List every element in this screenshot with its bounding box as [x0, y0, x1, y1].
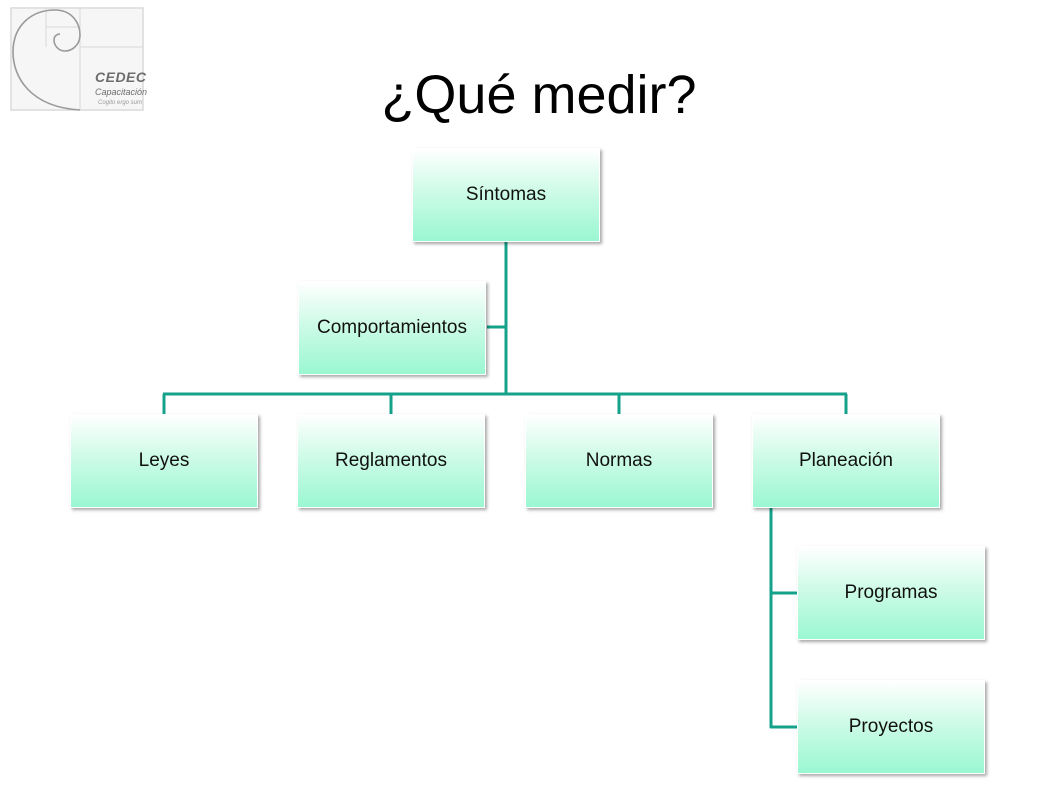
node-sintomas: Síntomas [412, 148, 600, 242]
node-normas: Normas [525, 414, 713, 508]
node-planeacion: Planeación [752, 414, 940, 508]
spiral-icon [10, 7, 144, 111]
node-leyes: Leyes [70, 414, 258, 508]
node-comportamientos: Comportamientos [298, 281, 486, 375]
node-programas: Programas [797, 546, 985, 640]
logo-motto: Cogito ergo sum [98, 100, 143, 106]
cedec-logo: CEDEC Capacitación Cogito ergo sum [10, 7, 148, 111]
node-proyectos: Proyectos [797, 680, 985, 774]
node-reglamentos: Reglamentos [297, 414, 485, 508]
logo-subtitle: Capacitación [95, 87, 148, 97]
slide-title: ¿Qué medir? [381, 65, 697, 125]
logo-name: CEDEC [95, 69, 147, 85]
